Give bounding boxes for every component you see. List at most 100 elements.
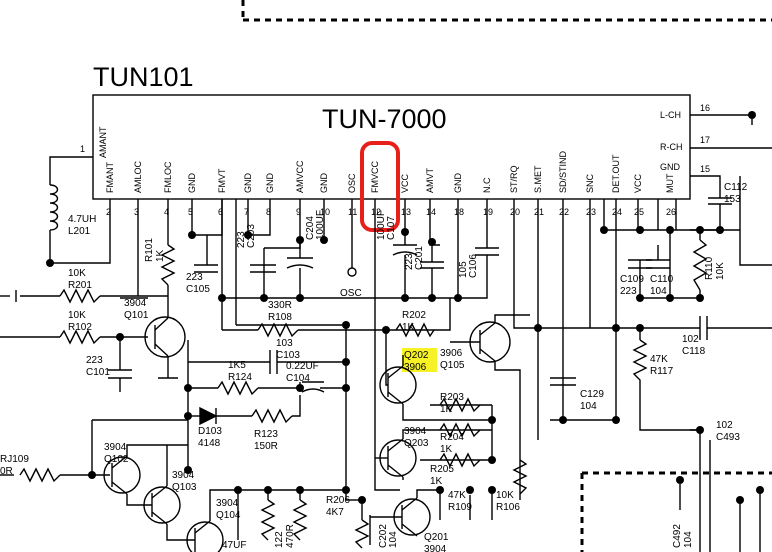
junction-dot (436, 486, 444, 494)
pin-number-5: 6 (218, 207, 223, 217)
pin-name-3: FMLOC (163, 161, 173, 193)
module-ref: TUN101 (93, 62, 194, 92)
label-q202-0: Q202 (404, 350, 429, 361)
junction-dot (676, 476, 684, 484)
module-part: TUN-7000 (322, 104, 447, 134)
dashed-boundary-bottom (580, 471, 772, 552)
pin-name-14: GND (453, 173, 463, 194)
tuner-module-box (92, 94, 691, 200)
label-r117-1: R117 (650, 366, 674, 377)
label-r124-0: 1K5 (228, 360, 246, 371)
label-c492-1: 104 (683, 531, 694, 548)
label-r110-1: 10K (715, 262, 726, 280)
pin-name-17: S.MET (533, 165, 543, 193)
pin-number-2: 3 (134, 207, 139, 217)
label-r205-1: 1K (430, 476, 443, 487)
label-q101-0: 3904 (124, 298, 147, 309)
pin-number-20: 24 (612, 207, 622, 217)
pin-number-1: 1 (80, 144, 85, 154)
label-r123-1: 150R (254, 441, 278, 452)
fmvcc-highlight (360, 141, 400, 232)
label-q105-1: Q105 (440, 360, 465, 371)
pin-number-11: 12 (371, 207, 381, 217)
label-r102-1: R102 (68, 322, 92, 333)
pin-name-20: DET.OUT (611, 154, 621, 193)
pin-number-12: 13 (401, 207, 411, 217)
pin-number-3: 4 (164, 207, 169, 217)
label-r202-1: 1K (402, 322, 415, 333)
junction-dot (401, 294, 409, 302)
label-c107-1: C107 (386, 216, 397, 240)
junction-dot (748, 111, 756, 119)
label-r106-1: R106 (496, 502, 520, 513)
label-r201-0: 10K (68, 268, 86, 279)
label-q101-1: Q101 (124, 310, 149, 321)
junction-dot (488, 486, 496, 494)
junction-dots (46, 111, 764, 504)
right-pin-number-0: 16 (700, 103, 710, 113)
label-r204-1: 1K (440, 444, 453, 455)
label-l201-0: 4.7UH (68, 214, 96, 225)
junction-dot (612, 324, 620, 332)
junction-dot (756, 486, 764, 494)
pin-name-13: AMVT (425, 167, 435, 193)
label-r106-0: 10K (496, 490, 514, 501)
pin-number-15: 19 (483, 207, 493, 217)
label-q103-1: Q103 (172, 482, 197, 493)
label-q202-1: 3906 (404, 362, 427, 373)
label-d103-0: D103 (198, 426, 222, 437)
junction-dot (244, 231, 252, 239)
pin-name-7: GND (265, 173, 275, 194)
wiring (0, 114, 772, 552)
label-c110-0: C110 (650, 274, 674, 285)
label-rj109-0: RJ109 (0, 454, 29, 465)
label-c204-0: C204 (305, 216, 316, 240)
label-r102-0: 10K (68, 310, 86, 321)
label-c201-0: 223 (404, 253, 415, 270)
junction-dot (600, 226, 608, 234)
pin-name-4: GND (187, 173, 197, 194)
label-r110-0: R110 (704, 256, 715, 280)
label-c106-1: C106 (468, 254, 479, 278)
label-r117-0: 47K (650, 354, 668, 365)
inductor-l201 (49, 184, 59, 231)
pin-number-14: 18 (454, 207, 464, 217)
junction-dot (636, 294, 644, 302)
pin-name-5: FMVT (217, 168, 227, 193)
label-c203-0: 223 (236, 231, 247, 248)
junction-dot (401, 228, 409, 236)
pin-name-18: SD/STIND (558, 150, 568, 193)
junction-dot (559, 416, 567, 424)
pin-number-7: 8 (266, 207, 271, 217)
junction-dot (666, 294, 674, 302)
junction-dot (636, 324, 644, 332)
junction-dot (342, 358, 350, 366)
label-l201-1: L201 (68, 226, 91, 237)
junction-dot (342, 384, 350, 392)
label-q203-1: Q203 (404, 438, 429, 449)
junction-dot (46, 259, 54, 267)
pin-number-19: 23 (586, 207, 596, 217)
junction-dot (736, 496, 744, 504)
label-c202-1: 104 (388, 531, 399, 548)
junction-dot (466, 486, 474, 494)
label-r205-0: R205 (430, 464, 454, 475)
junction-dot (612, 416, 620, 424)
junction-dot (342, 486, 350, 494)
junction-dot (696, 426, 704, 434)
label-c101-0: 223 (86, 355, 103, 366)
label-c106-0: 105 (458, 261, 469, 278)
label-r108-1: R108 (268, 312, 292, 323)
pin-name-12: VCC (400, 173, 410, 193)
label-r203-1: 1K (440, 404, 453, 415)
pin-number-1: 2 (106, 207, 111, 217)
right-pin-name-1: R-CH (660, 142, 683, 152)
junction-dot (342, 321, 350, 329)
pin-number-22: 26 (666, 207, 676, 217)
module-pins: AMANT1FMANT2AMLOC3FMLOC4GND5FMVT6GND7GND… (80, 126, 676, 217)
junction-dot (234, 486, 242, 494)
label-d103-1: 4148 (198, 438, 221, 449)
pin-number-18: 22 (559, 207, 569, 217)
